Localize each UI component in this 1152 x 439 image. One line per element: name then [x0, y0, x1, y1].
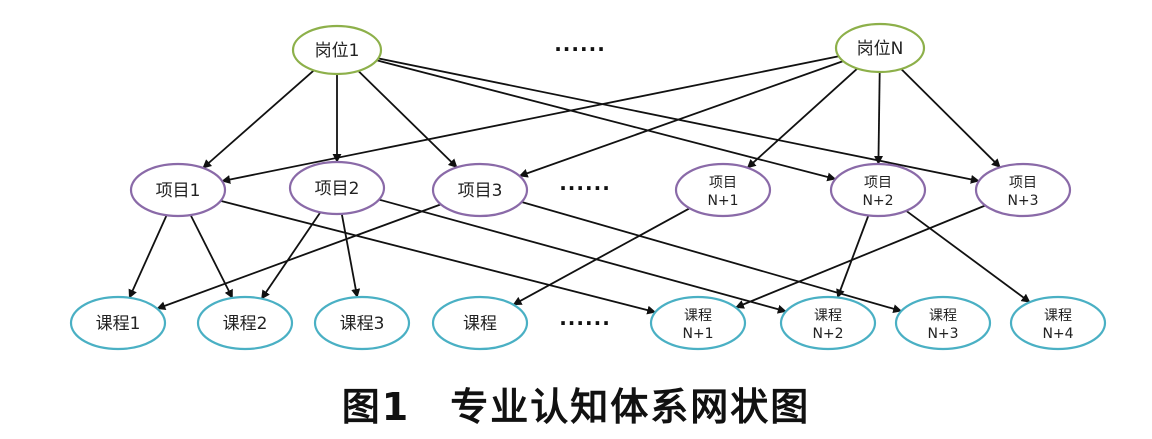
figure-title: 专业认知体系网状图: [450, 385, 811, 429]
course-node-shape: [313, 295, 411, 351]
course-node-cN2: 课程 N+2: [779, 295, 877, 351]
edge-j3-to-c1: [156, 203, 442, 311]
course-node-cN1: 课程 N+1: [649, 295, 747, 351]
project-node-j2: 项目2: [288, 160, 386, 216]
course-node-label: 课程1: [96, 314, 141, 334]
project-node-jN2: 项目 N+2: [829, 162, 927, 218]
nodes-layer: 岗位1 岗位N 项目1 项目2 项目3 项目 N+1 项目 N+2 项目 N+3 课程1 课程2 课程3 课…: [69, 22, 1107, 351]
position-node-pN: 岗位N: [834, 22, 926, 74]
edge-j2-to-c3: [340, 213, 361, 298]
edge-jN2-to-cN4: [905, 210, 1031, 303]
edge-jN2-to-cN2: [836, 215, 870, 299]
figure-number: 图1: [341, 385, 411, 429]
edge-p1-to-j1: [202, 69, 315, 169]
figure-caption: 图1 专业认知体系网状图: [0, 376, 1152, 431]
project-node-label: 项目: [864, 175, 892, 191]
position-node-shape: [291, 24, 383, 76]
project-node-label: 项目: [709, 175, 737, 191]
course-node-label: 课程: [929, 308, 957, 324]
project-node-label: 项目2: [315, 179, 360, 199]
course-node-c2: 课程2: [196, 295, 294, 351]
course-node-sublabel: N+3: [927, 326, 958, 342]
edge-j1-to-c1: [128, 214, 168, 299]
course-node-c4: 课程: [431, 295, 529, 351]
edge-j3-to-cN3: [521, 201, 903, 314]
project-node-jN1: 项目 N+1: [674, 162, 772, 218]
project-node-shape: [674, 162, 772, 218]
project-node-shape: [829, 162, 927, 218]
project-node-sublabel: N+3: [1007, 193, 1038, 209]
project-node-shape: [288, 160, 386, 216]
course-node-cN3: 课程 N+3: [894, 295, 992, 351]
course-node-sublabel: N+2: [812, 326, 843, 342]
course-node-sublabel: N+1: [682, 326, 713, 342]
project-node-shape: [129, 162, 227, 218]
course-node-label: 课程: [463, 314, 497, 334]
position-node-label: 岗位1: [315, 41, 360, 61]
edge-pN-to-jN2: [874, 71, 884, 165]
course-node-shape: [196, 295, 294, 351]
project-node-label: 项目: [1009, 175, 1037, 191]
edge-jN3-to-cN1: [734, 204, 986, 309]
course-node-shape: [649, 295, 747, 351]
course-node-label: 课程2: [223, 314, 268, 334]
course-node-shape: [779, 295, 877, 351]
edges-layer: [128, 55, 1031, 315]
project-node-label: 项目3: [458, 181, 503, 201]
course-node-label: 课程: [1044, 308, 1072, 324]
course-node-shape: [1009, 295, 1107, 351]
edge-jN1-to-c4: [512, 207, 691, 306]
project-node-j3: 项目3: [431, 162, 529, 218]
edge-pN-to-j1: [221, 55, 839, 184]
project-node-sublabel: N+1: [707, 193, 738, 209]
position-node-label: 岗位N: [857, 39, 904, 59]
edge-j2-to-c2: [260, 211, 322, 300]
project-node-label: 项目1: [156, 181, 201, 201]
ellipsis-courses: ······: [559, 311, 611, 335]
position-node-p1: 岗位1: [291, 24, 383, 76]
edge-j2-to-cN2: [378, 198, 787, 314]
edge-p1-to-jN2: [376, 59, 837, 182]
project-node-shape: [431, 162, 529, 218]
edge-p1-to-j3: [357, 70, 458, 169]
project-node-sublabel: N+2: [862, 193, 893, 209]
edge-pN-to-jN1: [746, 67, 858, 169]
course-node-shape: [894, 295, 992, 351]
project-node-jN3: 项目 N+3: [974, 162, 1072, 218]
edge-j1-to-c2: [189, 214, 234, 299]
course-node-c3: 课程3: [313, 295, 411, 351]
course-node-label: 课程: [684, 308, 712, 324]
edge-j1-to-cN1: [220, 200, 657, 315]
course-node-label: 课程: [814, 308, 842, 324]
course-node-sublabel: N+4: [1042, 326, 1073, 342]
course-node-label: 课程3: [340, 314, 385, 334]
course-node-shape: [431, 295, 529, 351]
edge-pN-to-j3: [518, 60, 844, 178]
course-node-c1: 课程1: [69, 295, 167, 351]
course-node-shape: [69, 295, 167, 351]
ellipsis-positions: ······: [554, 37, 606, 61]
project-node-j1: 项目1: [129, 162, 227, 218]
course-node-cN4: 课程 N+4: [1009, 295, 1107, 351]
edge-pN-to-jN3: [900, 68, 1001, 168]
ellipsis-projects: ······: [559, 176, 611, 200]
position-node-shape: [834, 22, 926, 74]
project-node-shape: [974, 162, 1072, 218]
